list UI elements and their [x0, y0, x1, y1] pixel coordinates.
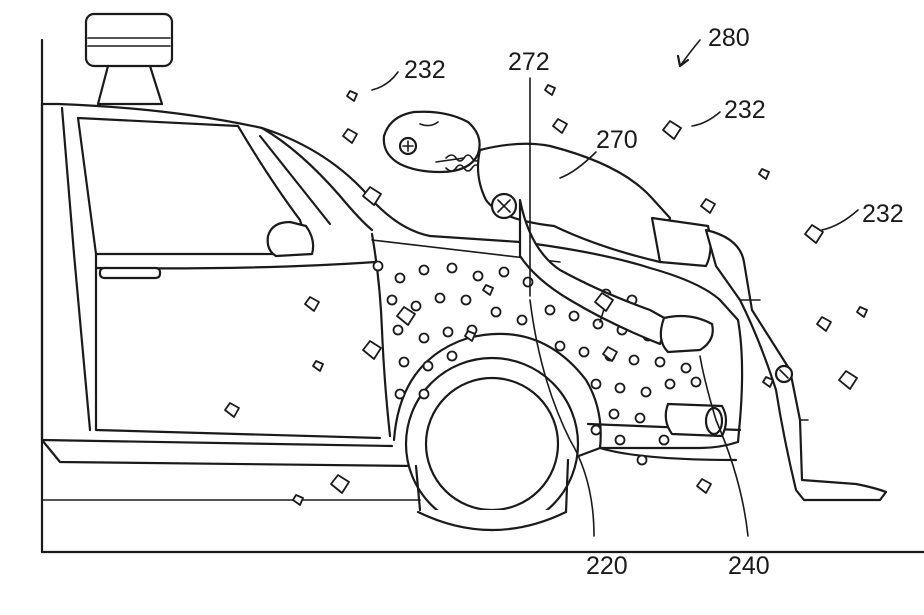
- adhesive-dot: [634, 412, 646, 424]
- front-wheel: [404, 356, 580, 532]
- adhesive-dot: [422, 360, 434, 372]
- adhesive-dot: [680, 362, 692, 374]
- debris-fragment: [342, 128, 358, 144]
- ref-280: 280: [708, 24, 750, 52]
- debris-fragment: [362, 186, 382, 206]
- adhesive-dot: [640, 386, 652, 398]
- debris-fragment: [662, 120, 682, 140]
- debris-fragment: [816, 316, 832, 332]
- adhesive-dot: [490, 306, 502, 318]
- adhesive-dot: [394, 272, 406, 284]
- adhesive-dot: [410, 300, 422, 312]
- adhesive-dot: [614, 434, 626, 446]
- debris-fragment: [552, 118, 568, 134]
- adhesive-dot: [498, 266, 510, 278]
- leader-lines: [371, 39, 859, 537]
- adhesive-dot: [578, 346, 590, 358]
- debris-fragment: [292, 494, 304, 506]
- ref-232-right-upper: 232: [724, 96, 766, 124]
- debris-fragment: [312, 360, 324, 372]
- ref-220: 220: [586, 552, 628, 580]
- adhesive-dot: [442, 326, 454, 338]
- ref-240: 240: [728, 552, 770, 580]
- debris-fragment: [804, 224, 824, 244]
- debris-fragment: [396, 306, 416, 326]
- adhesive-dot: [654, 356, 666, 368]
- adhesive-dot: [590, 424, 602, 436]
- debris-fragment: [304, 296, 320, 312]
- adhesive-dot: [418, 388, 430, 400]
- adhesive-dot: [418, 264, 430, 276]
- debris-fragment: [482, 284, 494, 296]
- adhesive-dot: [658, 434, 670, 446]
- adhesive-dot: [636, 454, 648, 466]
- adhesive-dot: [418, 332, 430, 344]
- adhesive-dot: [608, 408, 620, 420]
- debris-fragment: [224, 402, 240, 418]
- adhesive-dot: [628, 354, 640, 366]
- adhesive-dot: [544, 304, 556, 316]
- debris-fragment: [346, 90, 358, 102]
- ref-272: 272: [508, 48, 550, 76]
- adhesive-dot: [398, 356, 410, 368]
- debris-fragment: [700, 198, 716, 214]
- adhesive-dot: [568, 310, 580, 322]
- debris-fragment: [464, 330, 476, 342]
- adhesive-dot: [516, 314, 528, 326]
- adhesive-dot: [446, 262, 458, 274]
- adhesive-dot: [386, 294, 398, 306]
- reference-numerals: 280 232 272 232 270 232 220 240: [404, 24, 904, 580]
- debris-fragment: [838, 370, 858, 390]
- ref-270: 270: [596, 126, 638, 154]
- debris-fragment: [762, 376, 774, 388]
- debris-fragments: [224, 84, 868, 506]
- debris-fragment: [544, 84, 556, 96]
- adhesive-dot: [372, 260, 384, 272]
- adhesive-dot: [590, 378, 602, 390]
- debris-fragment: [696, 478, 712, 494]
- adhesive-dot: [522, 276, 534, 288]
- debris-fragment: [362, 340, 382, 360]
- roof-sensor: [84, 12, 174, 106]
- adhesive-dot: [446, 350, 458, 362]
- debris-fragment: [758, 168, 770, 180]
- adhesive-dot: [460, 294, 472, 306]
- adhesive-dot: [472, 270, 484, 282]
- pedestrian-dummy: [382, 110, 888, 502]
- adhesive-dot: [394, 388, 406, 400]
- ref-232-right: 232: [862, 200, 904, 228]
- adhesive-dot: [554, 340, 566, 352]
- debris-fragment: [330, 474, 350, 494]
- debris-fragment: [856, 306, 868, 318]
- debris-fragment: [602, 346, 618, 362]
- vehicle-body: [40, 102, 744, 468]
- ref-232-top: 232: [404, 56, 446, 84]
- adhesive-dot: [690, 376, 702, 388]
- adhesive-dot: [434, 292, 446, 304]
- adhesive-dot: [392, 324, 404, 336]
- adhesive-dot: [614, 382, 626, 394]
- debris-fragment: [594, 292, 614, 312]
- adhesive-dot: [664, 378, 676, 390]
